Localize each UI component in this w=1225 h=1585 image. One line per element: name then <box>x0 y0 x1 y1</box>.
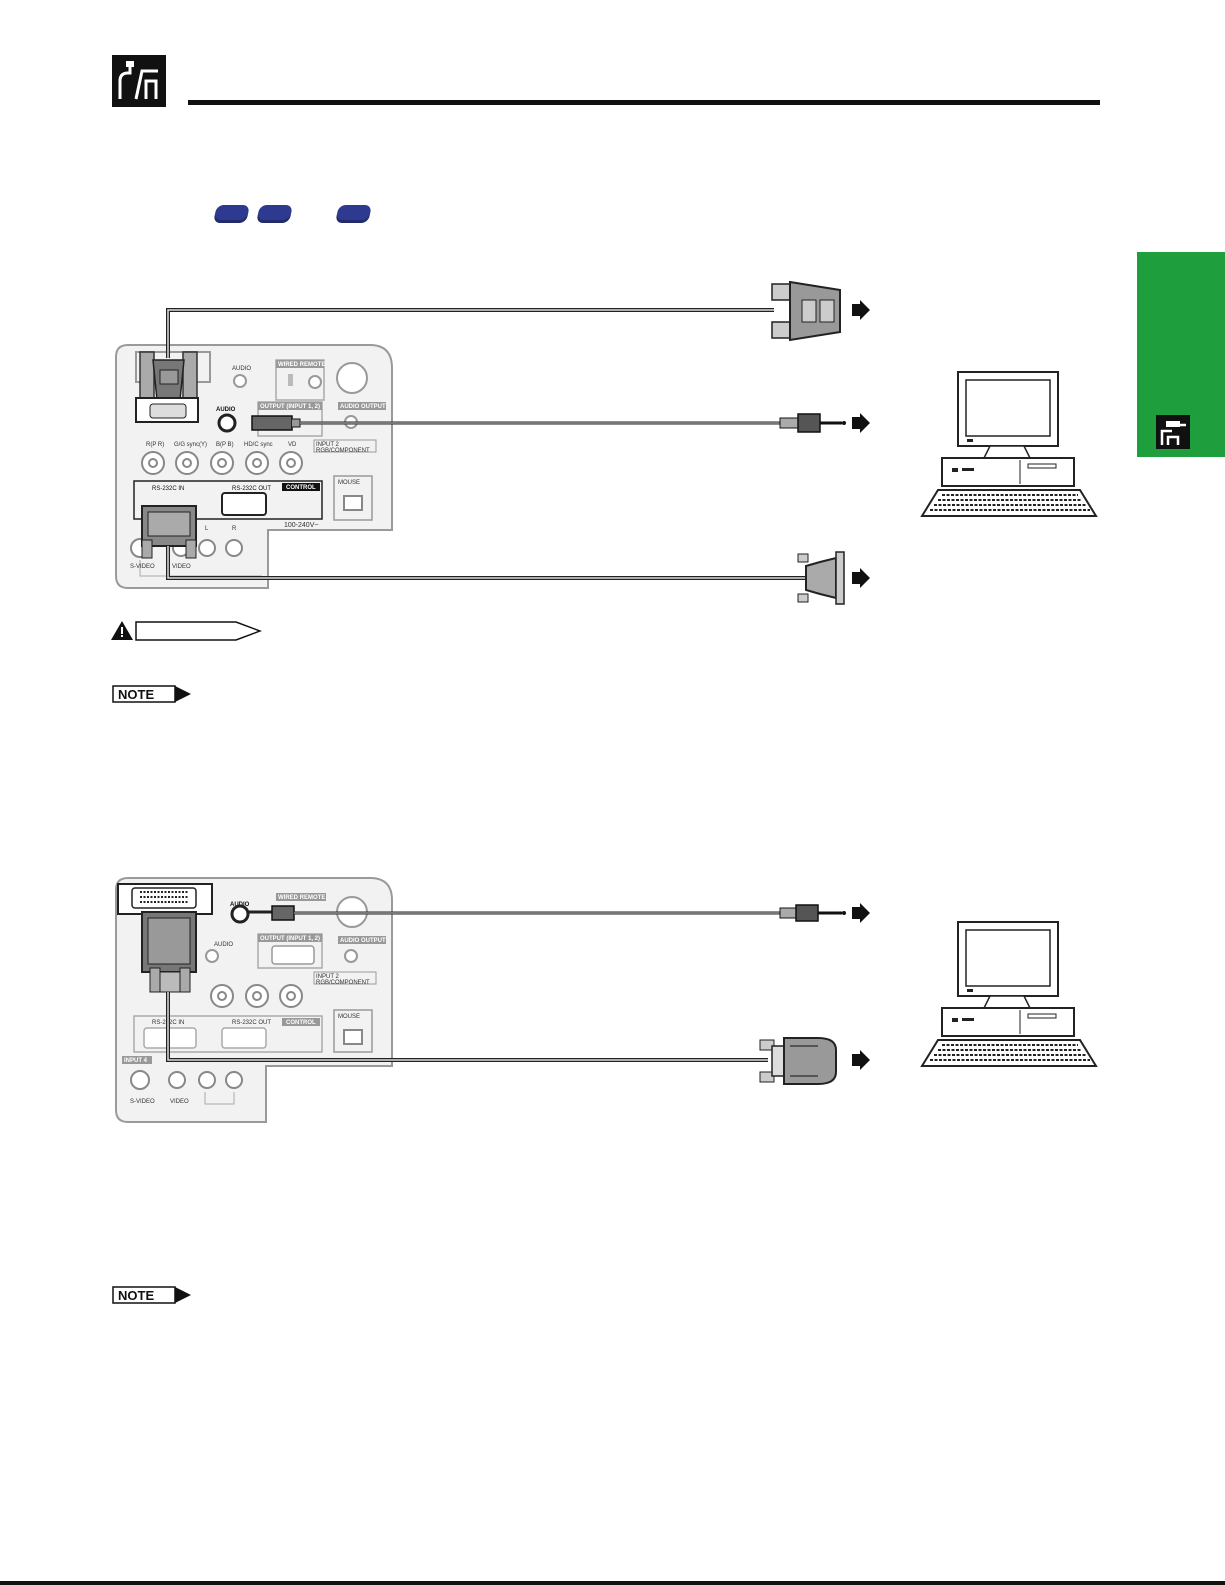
dvi-pc-plug <box>759 1037 870 1085</box>
computer-icon <box>920 921 1098 1067</box>
to-computer-arrow-icon <box>852 300 870 320</box>
computer-connection-diagram-dvi: AUDIO WIRED REMOTE AUDIO OUTPUT (INPUT 1… <box>115 877 1098 1123</box>
audio-output-label: AUDIO OUTPUT <box>340 938 386 944</box>
note-label: NOTE <box>118 1288 154 1303</box>
video-label: VIDEO <box>172 564 191 570</box>
dvi-cable-plug <box>141 911 197 993</box>
bnc-label: R(P R) <box>146 442 164 448</box>
note-label: NOTE <box>118 687 154 702</box>
control-label: CONTROL <box>286 485 316 491</box>
control-label: CONTROL <box>286 1020 316 1026</box>
wired-remote-label: WIRED REMOTE <box>278 362 325 368</box>
mouse-label: MOUSE <box>338 1014 360 1020</box>
model-pill <box>335 205 372 223</box>
rgb-pc-plug <box>771 280 870 342</box>
right-label: R <box>232 526 237 532</box>
rgb-component-label: RGB/COMPONENT <box>316 448 370 454</box>
caution-badge: CAUTION <box>111 621 262 641</box>
to-computer-arrow-icon <box>852 903 870 923</box>
bnc-label: HD/C sync <box>244 442 273 448</box>
video-label: VIDEO <box>170 1099 189 1105</box>
svideo-label: S-VIDEO <box>130 1099 155 1105</box>
audio-cable <box>251 413 870 433</box>
to-computer-arrow-icon <box>852 568 870 588</box>
note-badge: NOTE <box>112 685 191 703</box>
computer-icon <box>920 371 1098 517</box>
audio-output-label: AUDIO OUTPUT <box>340 404 386 410</box>
rs232c-in-label: RS-232C IN <box>152 486 184 492</box>
bnc-label: B(P B) <box>216 442 234 448</box>
connection-section-icon <box>112 55 166 107</box>
connection-tab-icon <box>1156 415 1190 449</box>
audio-label: AUDIO <box>232 366 251 372</box>
model-pill <box>213 205 250 223</box>
svideo-label: S-VIDEO <box>130 564 155 570</box>
footer-rule <box>0 1581 1225 1585</box>
audio-label: AUDIO <box>216 407 236 413</box>
left-label: L <box>205 526 209 532</box>
audio-cable <box>248 903 870 923</box>
bnc-label: VD <box>288 442 297 448</box>
computer-connection-diagram-rgb: AUDIO WIRED REMOTE OUTPUT (INPUT 1, 2) A… <box>115 280 1098 605</box>
rs232c-out-label: RS-232C OUT <box>232 1020 271 1026</box>
audio-label: AUDIO <box>214 942 233 948</box>
header-rule <box>188 100 1100 105</box>
voltage-label: 100-240V~ <box>284 522 318 529</box>
input2-label: INPUT 2 <box>316 974 340 980</box>
bnc-label: G/G sync(Y) <box>174 442 207 448</box>
rgb-cable-plug <box>135 351 199 423</box>
to-computer-arrow-icon <box>852 413 870 433</box>
output-label: OUTPUT (INPUT 1, 2) <box>260 404 320 410</box>
to-computer-arrow-icon <box>852 1050 870 1070</box>
model-pill <box>256 205 293 223</box>
input2-label: INPUT 2 <box>316 442 340 448</box>
wired-remote-label: WIRED REMOTE <box>278 895 325 901</box>
input4-label: INPUT 4 <box>124 1058 148 1064</box>
note-badge: NOTE <box>112 1286 191 1304</box>
output-label: OUTPUT (INPUT 1, 2) <box>260 936 320 942</box>
mouse-label: MOUSE <box>338 480 360 486</box>
rs232c-out-label: RS-232C OUT <box>232 486 271 492</box>
rgb-component-label: RGB/COMPONENT <box>316 980 370 986</box>
caution-label: CAUTION <box>158 627 208 639</box>
rs232c-pc-plug <box>797 551 870 605</box>
bnc-connector-row: R(P R) G/G sync(Y) B(P B) HD/C sync VD <box>141 442 303 475</box>
